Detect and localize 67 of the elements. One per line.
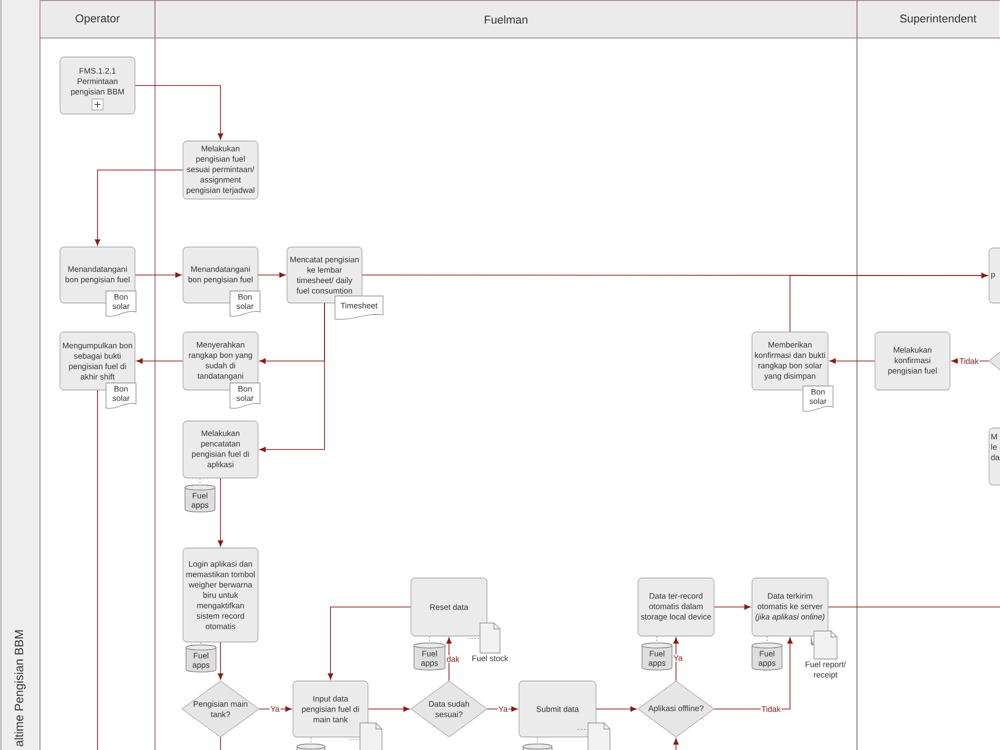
- document-caption: Fuel stock: [472, 655, 508, 662]
- arrow: [328, 606, 412, 680]
- task-box: Mencatat pengisian ke lembar timesheet/ daily fuel consumtion: [286, 246, 362, 304]
- dotted-line: [468, 638, 480, 639]
- arrow: [134, 85, 224, 140]
- arrow: [134, 272, 182, 278]
- lane-header: Operator: [40, 0, 156, 38]
- dotted-line: [656, 636, 658, 644]
- task-box: Memberikan konfirmasi dan bukti rangkap bon solar yang disimpan: [752, 332, 828, 390]
- document-shape: [360, 722, 382, 750]
- arrow: [673, 738, 679, 750]
- task-box: Data ter-record otomatis dalam storage local device: [638, 578, 714, 636]
- database-cylinder: Fuel apps: [186, 644, 216, 672]
- arrow: [94, 170, 184, 246]
- arrow: [714, 637, 793, 710]
- document-shape: [588, 722, 610, 750]
- edge-label: Ya: [672, 654, 684, 662]
- pool-band: altime Pengisian BBM: [0, 0, 40, 750]
- task-box: Data terkirim otomatis ke server (jika aplikasi online): [752, 578, 828, 636]
- arrow: [368, 706, 410, 712]
- subprocess-box: FMS.1.2.1 Permintaan pengisian BBM: [60, 56, 136, 114]
- dotted-line: [766, 636, 768, 644]
- dotted-line: [429, 636, 430, 644]
- task-box: Melakukan konfirmasi pengisian fuel: [874, 332, 950, 390]
- task-box: Login aplikasi dan memastikan tombol weigher berwarna biru untuk mengaktifkan sistem record otomatis: [182, 548, 258, 642]
- database-cylinder: [522, 744, 552, 750]
- database-cylinder: Fuel apps: [752, 642, 782, 670]
- arrow: [790, 272, 988, 332]
- task-box: M le da: [988, 428, 1000, 486]
- document-caption: Fuel report/ receipt: [806, 661, 846, 680]
- edge-label: Ya: [498, 705, 508, 713]
- lane-header: Superintendent: [856, 0, 1000, 38]
- arrow: [486, 706, 518, 712]
- dotted-line: [537, 736, 538, 744]
- database-cylinder: Fuel apps: [184, 484, 216, 512]
- arrow: [446, 637, 452, 682]
- edge-label: Tidak: [958, 357, 980, 365]
- dotted-line: [810, 636, 814, 646]
- task-box: Melakukan pengisian fuel sesuai permintaan/ assignment pengisian terjadwal: [182, 140, 258, 200]
- database-cylinder: [296, 744, 326, 750]
- decision-diamond: [988, 352, 1000, 370]
- arrow: [714, 604, 751, 610]
- arrow: [258, 272, 286, 278]
- arrow: [218, 478, 224, 547]
- edge-label: Ya: [270, 705, 280, 713]
- connector-line: [828, 606, 1000, 608]
- database-cylinder: Fuel apps: [414, 642, 446, 670]
- edge-label: dak: [446, 655, 460, 663]
- database-cylinder: Fuel apps: [642, 642, 672, 670]
- task-box: Submit data: [518, 680, 596, 738]
- task-box: Input data pengisian fuel di main tank: [292, 680, 368, 738]
- arrow: [258, 706, 292, 712]
- dotted-line: [577, 728, 588, 730]
- arrow: [259, 302, 325, 452]
- dotted-line: [310, 736, 312, 744]
- dotted-line: [349, 738, 360, 740]
- arrow: [673, 637, 679, 682]
- connector-line: [220, 736, 221, 750]
- edge-label: Tidak: [760, 705, 782, 713]
- task-box: Melakukan pencatatan pengisian fuel di aplikasi: [182, 420, 258, 478]
- arrow: [596, 706, 637, 712]
- task-box: Reset data: [410, 578, 488, 636]
- arrow: [218, 642, 224, 680]
- arrow: [136, 358, 184, 364]
- task-box: p: [988, 248, 1000, 304]
- connector-line: [97, 390, 98, 750]
- arrow: [829, 358, 876, 364]
